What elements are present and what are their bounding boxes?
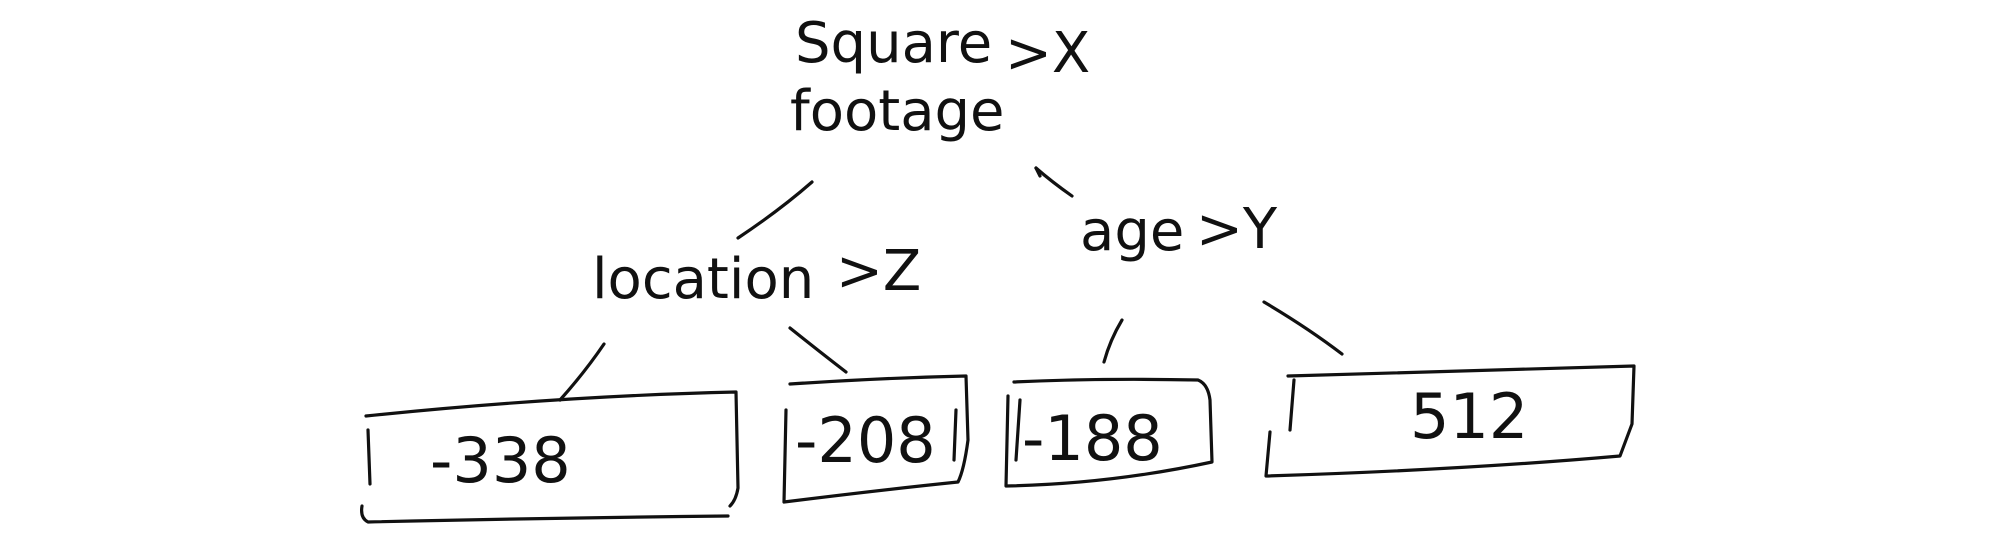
edge-root-right <box>1034 166 1074 198</box>
edge-location-right <box>788 326 848 374</box>
root-node: Square footage >X <box>790 11 1090 144</box>
edge-location-left <box>558 342 606 402</box>
location-condition: >Z <box>836 239 921 304</box>
edge-age-right <box>1262 300 1344 356</box>
leaf-4-value: 512 <box>1410 380 1528 453</box>
leaf-3-value: -188 <box>1022 402 1163 475</box>
leaf-4-box <box>1264 364 1636 478</box>
root-label-line2: footage <box>790 79 1005 144</box>
root-condition: >X <box>1005 21 1090 86</box>
leaf-1-box <box>360 390 740 524</box>
edge-age-left <box>1102 318 1124 364</box>
leaf-2-value: -208 <box>795 404 936 477</box>
age-node: age >Y <box>1080 197 1278 264</box>
root-label-line1: Square <box>795 11 992 76</box>
leaf-3-box <box>1004 377 1214 488</box>
leaf-1: -338 <box>360 390 740 524</box>
age-label: age <box>1080 199 1184 264</box>
leaf-4: 512 <box>1264 364 1636 478</box>
leaf-2-box <box>782 374 970 504</box>
leaf-2: -208 <box>782 374 970 504</box>
leaf-1-value: -338 <box>430 424 571 497</box>
age-condition: >Y <box>1196 197 1278 262</box>
location-node: location >Z <box>592 239 921 312</box>
location-label: location <box>592 247 814 312</box>
leaf-3: -188 <box>1004 377 1214 488</box>
edge-root-right-tick <box>1034 166 1042 178</box>
edge-root-left <box>736 180 814 240</box>
